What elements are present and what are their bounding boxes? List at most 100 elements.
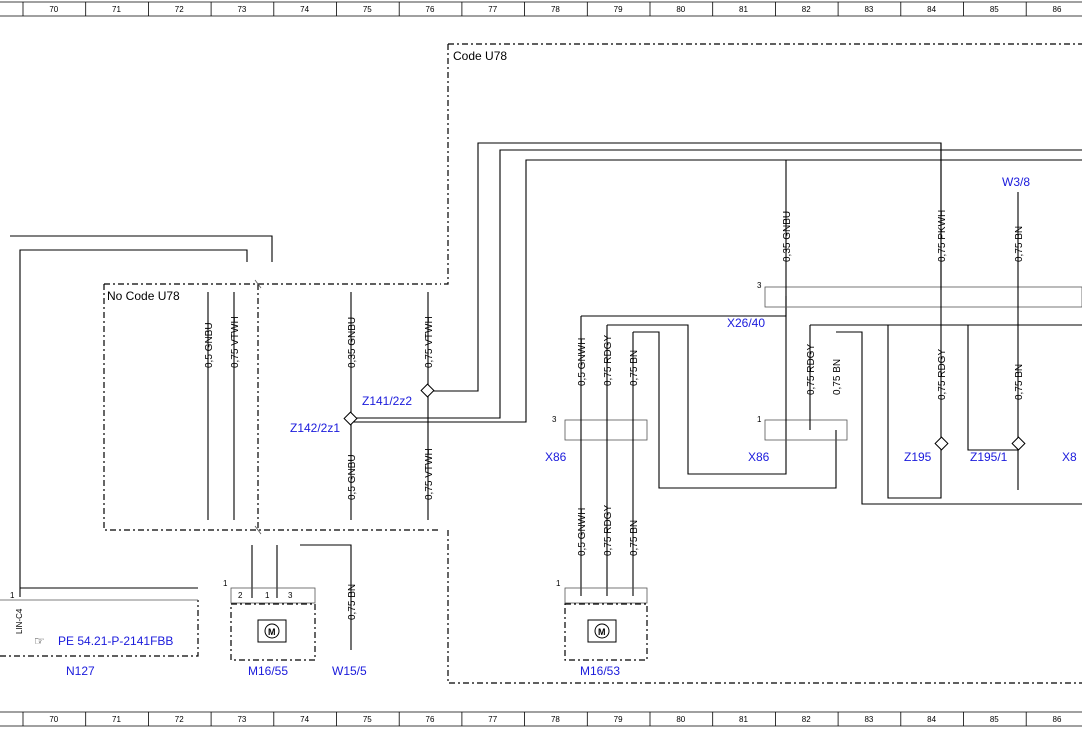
x86-left-wires: [580, 296, 837, 596]
wire-label-rdgy-a: 0,75 RDGY: [603, 335, 614, 386]
x86-left-label: X86: [545, 450, 567, 464]
ruler-column-80: 80: [676, 715, 685, 724]
no-code-u78-label: No Code U78: [107, 289, 180, 303]
x26-40-label: X26/40: [727, 316, 765, 330]
ruler-column-75: 75: [363, 715, 372, 724]
wire-label-pkwh: 0,75 PKWH: [937, 210, 948, 262]
ruler-column-84: 84: [927, 5, 936, 14]
z195-label: Z195: [904, 450, 932, 464]
x26-40-wires: [785, 143, 1019, 499]
wire-label-gnwh-a: 0,5 GNWH: [577, 338, 588, 386]
m16-55-motor-letter: M: [268, 627, 276, 637]
n127-pin: 1: [10, 591, 15, 600]
ruler-column-78: 78: [551, 5, 560, 14]
m16-53-boundary: [564, 603, 648, 661]
ruler-column-85: 85: [990, 5, 999, 14]
ruler-column-74: 74: [300, 5, 309, 14]
x86-mid-connector: [764, 419, 848, 441]
z195-1-splice-icon: [1011, 436, 1026, 451]
ruler-column-82: 82: [802, 715, 811, 724]
m16-55-wires: [251, 544, 352, 650]
ruler-column-70: 70: [49, 715, 58, 724]
wire-label-vtwh-075-a: 0,75 VTWH: [230, 316, 241, 368]
no-code-u78-notch: [254, 279, 262, 535]
ruler-column-75: 75: [363, 5, 372, 14]
wire-label-rdgy-b: 0,75 RDGY: [603, 505, 614, 556]
ruler-column-73: 73: [237, 715, 246, 724]
wire-label-gnbu-035-a: 0,35 GNBU: [347, 317, 358, 368]
z142-label: Z142/2z1: [290, 421, 340, 435]
w3-8-label: W3/8: [1002, 175, 1030, 189]
x86-mid-wires: [785, 296, 1082, 505]
ruler-column-77: 77: [488, 5, 497, 14]
ruler-column-73: 73: [237, 5, 246, 14]
wire-label-bn-c: 0,75 BN: [832, 359, 843, 395]
ruler-column-76: 76: [426, 715, 435, 724]
z195-1-label: Z195/1: [970, 450, 1008, 464]
ruler-column-81: 81: [739, 715, 748, 724]
x86-mid-label: X86: [748, 450, 770, 464]
x26-40-pin-count: 3: [757, 281, 762, 290]
ruler-column-85: 85: [990, 715, 999, 724]
z141-splice-icon: [420, 383, 435, 398]
n127-boundary: [0, 600, 199, 657]
ruler-column-77: 77: [488, 715, 497, 724]
m16-55-motor-icon: [257, 619, 287, 643]
wire-label-rdgy-d: 0,75 RDGY: [937, 349, 948, 400]
n127-label: N127: [66, 664, 95, 678]
reference-link[interactable]: PE 54.21-P-2141FBB: [58, 634, 173, 648]
ruler-column-80: 80: [676, 5, 685, 14]
ruler-column-79: 79: [614, 5, 623, 14]
ruler-column-81: 81: [739, 5, 748, 14]
ruler-column-82: 82: [802, 5, 811, 14]
code-u78-label: Code U78: [453, 49, 507, 63]
lin-c4-label: LIN-C4: [15, 608, 24, 634]
no-code-wires: [207, 292, 429, 520]
ruler-column-71: 71: [112, 715, 121, 724]
m16-55-boundary: [230, 603, 316, 661]
m16-53-motor-letter: M: [598, 627, 606, 637]
m16-53-label: M16/53: [580, 664, 620, 678]
m16-55-pin-2: 2: [238, 591, 243, 600]
m16-53-connector: [564, 587, 648, 604]
z141-label: Z141/2z2: [362, 394, 412, 408]
m16-53-connector-num: 1: [556, 579, 561, 588]
wire-label-gnbu-05-a: 0,5 GNBU: [204, 322, 215, 368]
reference-hand-icon: ☞: [34, 634, 45, 648]
wire-label-gnwh-b: 0,5 GNWH: [577, 508, 588, 556]
ruler-column-72: 72: [175, 715, 184, 724]
m16-55-connector-num: 1: [223, 579, 228, 588]
wire-label-bn-a: 0,75 BN: [629, 350, 640, 386]
z142-splice-icon: [343, 411, 358, 426]
ruler-column-86: 86: [1053, 5, 1062, 14]
ruler-column-83: 83: [864, 5, 873, 14]
x86-left-pin-count: 3: [552, 415, 557, 424]
x86-mid-pin-count: 1: [757, 415, 762, 424]
ruler-column-84: 84: [927, 715, 936, 724]
m16-55-label: M16/55: [248, 664, 288, 678]
ruler-column-79: 79: [614, 715, 623, 724]
ruler-column-71: 71: [112, 5, 121, 14]
wire-label-bn-d: 0,75 BN: [1014, 364, 1025, 400]
n127-wire: [10, 235, 273, 597]
m16-55-connector: [230, 587, 316, 604]
ruler-column-70: 70: [49, 5, 58, 14]
m16-55-pin-1: 1: [265, 591, 270, 600]
w15-5-label: W15/5: [332, 664, 367, 678]
wire-label-bn-w15: 0,75 BN: [347, 584, 358, 620]
z-splice-wires: [351, 142, 1082, 423]
wire-label-gnbu-05-b: 0,5 GNBU: [347, 454, 358, 500]
wire-label-rdgy-c: 0,75 RDGY: [806, 344, 817, 395]
wire-label-vtwh-075-c: 0,75 VTWH: [424, 448, 435, 500]
z195-splice-icon: [934, 436, 949, 451]
wire-label-vtwh-075-b: 0,75 VTWH: [424, 316, 435, 368]
x86-left-connector: [564, 419, 648, 441]
wire-label-bn-w38: 0,75 BN: [1014, 226, 1025, 262]
m16-55-pin-3: 3: [288, 591, 293, 600]
m16-53-motor-icon: [587, 619, 617, 643]
x26-40-connector: [764, 286, 1082, 308]
code-u78-boundary: [440, 43, 1082, 684]
